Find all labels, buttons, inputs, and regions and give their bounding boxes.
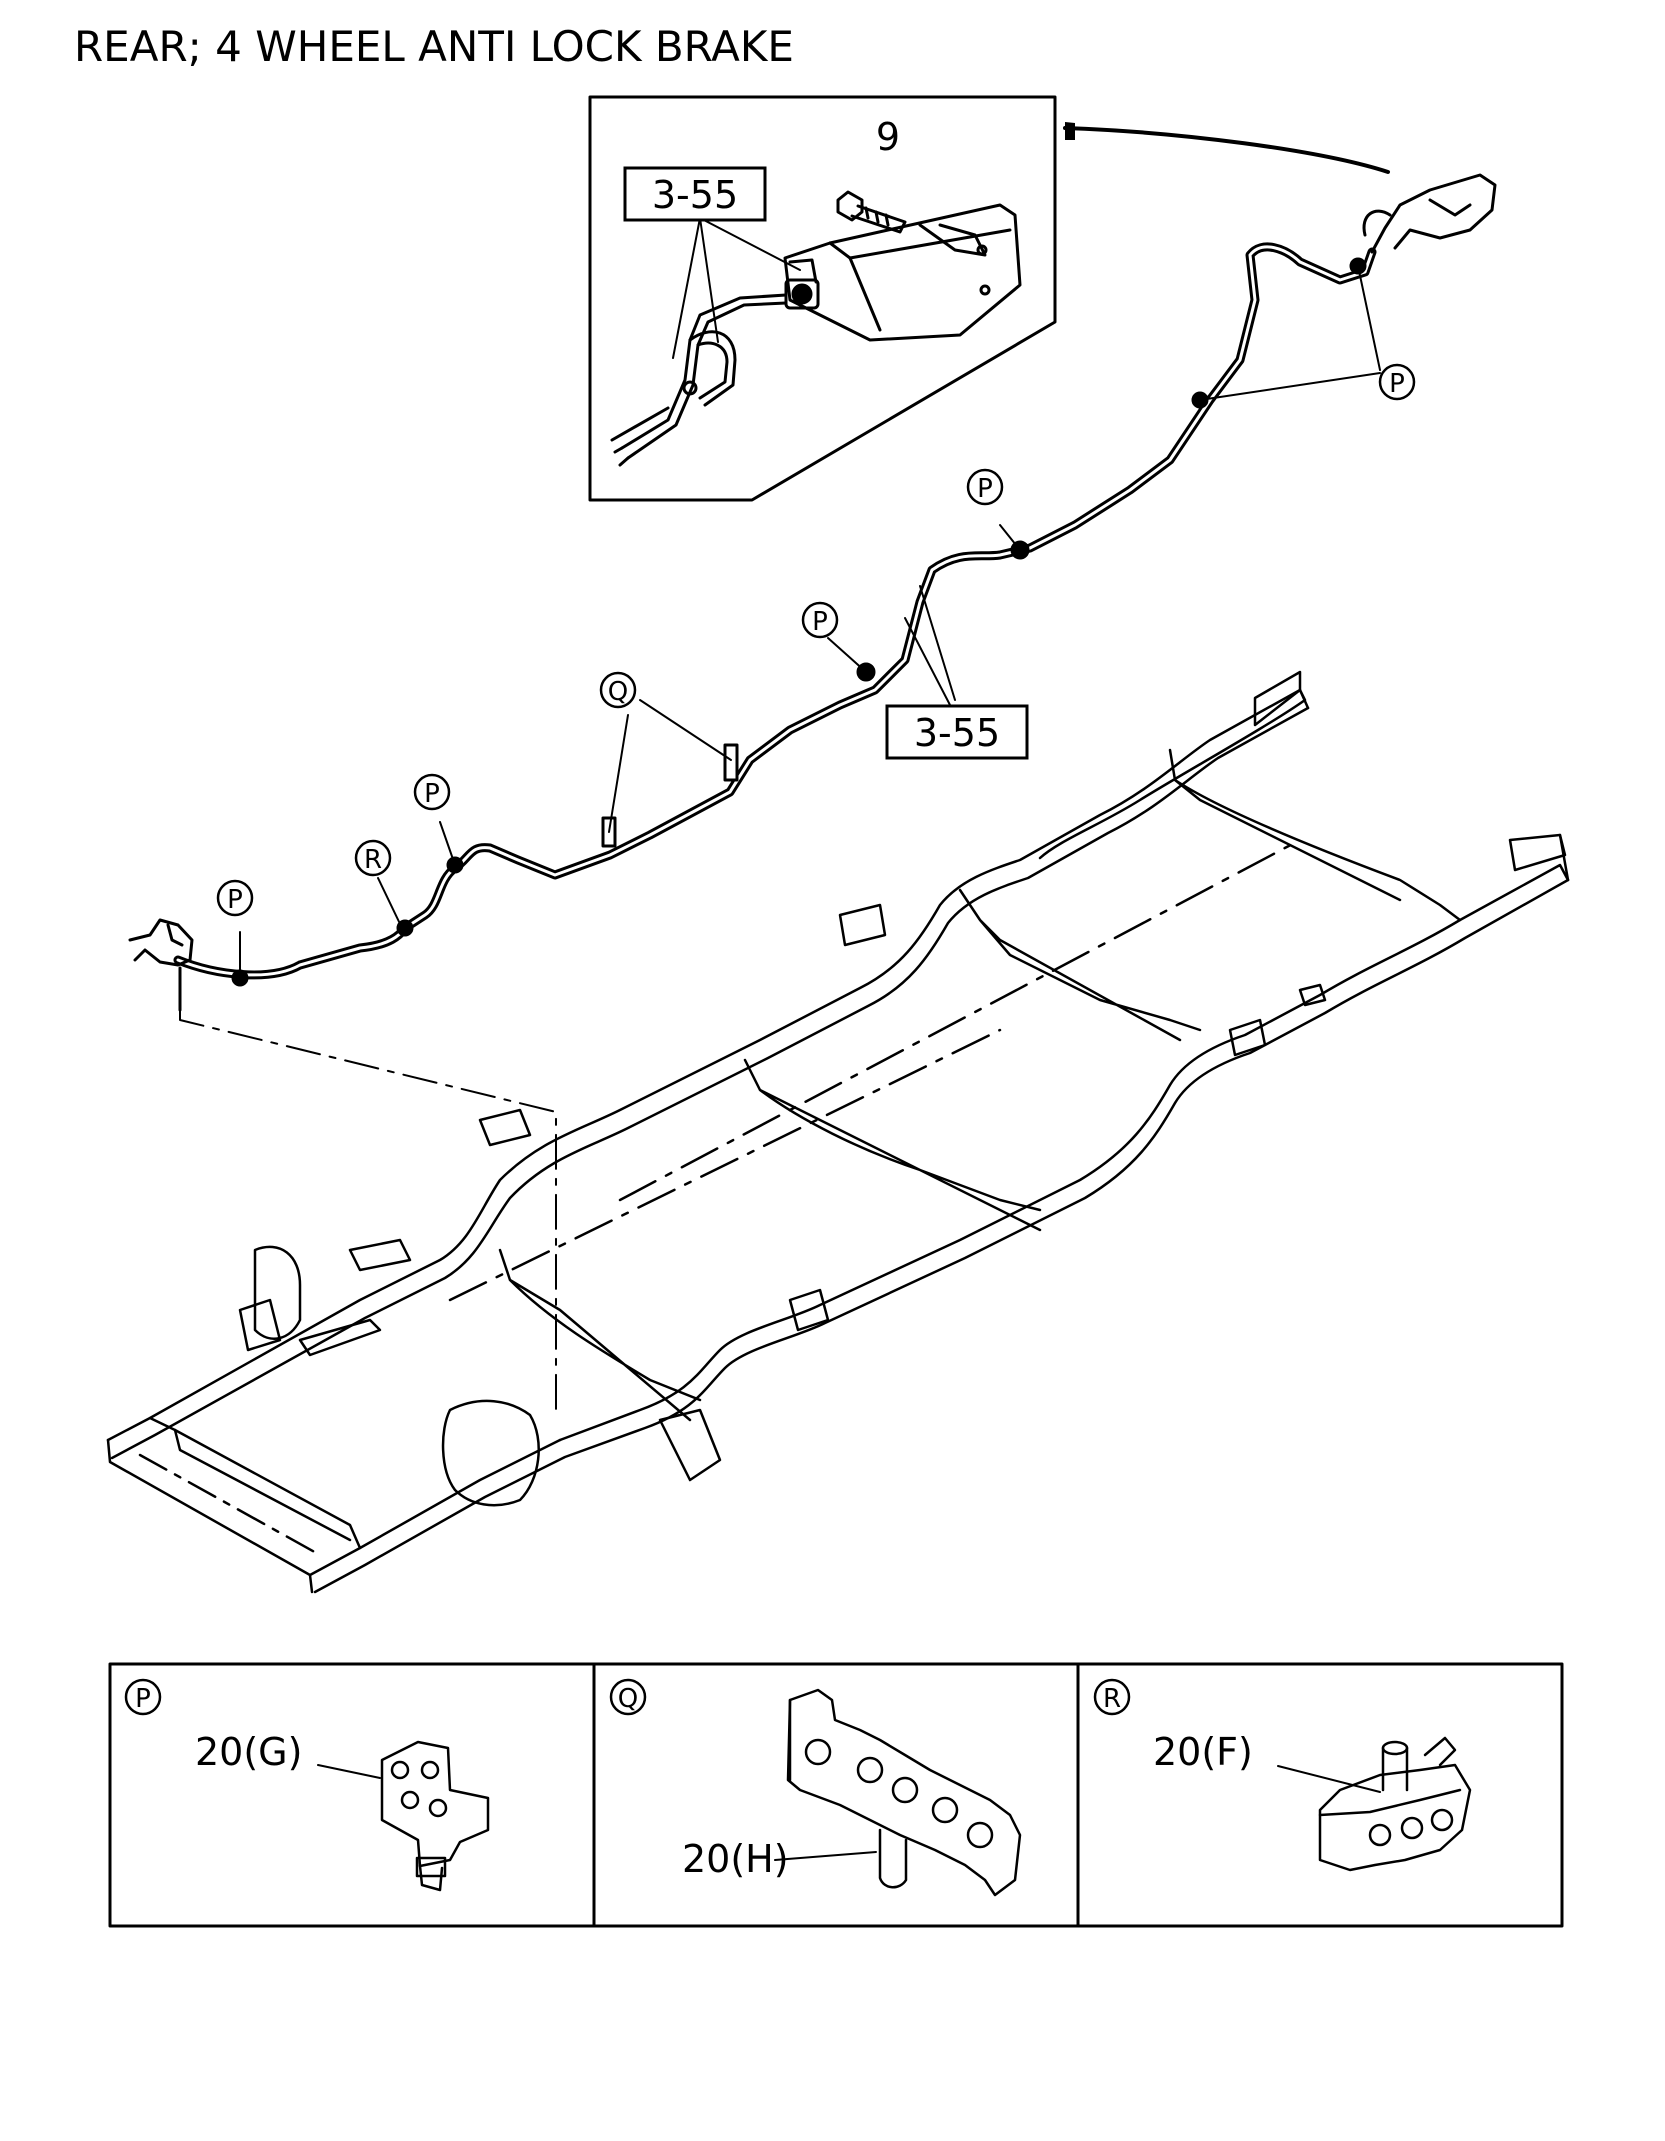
clip-g-drawing — [380, 1740, 490, 1892]
clip-marker: P — [413, 773, 451, 811]
svg-text:P: P — [1389, 369, 1405, 399]
svg-text:Q: Q — [618, 1684, 638, 1714]
svg-text:P: P — [227, 885, 243, 915]
inset-bracket — [783, 203, 1022, 342]
bolt-part — [836, 190, 907, 234]
legend-marker-p: P — [124, 1678, 162, 1716]
frame-rail-left — [106, 688, 1307, 1442]
crossmember-3 — [743, 1058, 1042, 1232]
main-ref-box — [885, 704, 1029, 760]
inset-frame — [588, 95, 1057, 502]
legend-label-p: 20(G) — [195, 1730, 302, 1774]
svg-text:R: R — [364, 845, 382, 875]
crossmember-1 — [1168, 748, 1462, 922]
svg-text:P: P — [424, 779, 440, 809]
svg-text:P: P — [135, 1684, 151, 1714]
svg-text:R: R — [1103, 1684, 1121, 1714]
svg-text:Q: Q — [608, 677, 628, 707]
inset-ref-box — [623, 166, 767, 222]
clip-h-drawing — [786, 1688, 1022, 1897]
brake-pipe-assembly — [128, 173, 1497, 1012]
inset-ref-leader — [672, 217, 801, 359]
legend-label-q: 20(H) — [682, 1837, 789, 1881]
inset-detail — [588, 95, 1390, 502]
frame-rail-right — [308, 863, 1570, 1577]
legend-marker-r: R — [1093, 1678, 1131, 1716]
part-number-9: 9 — [876, 115, 900, 159]
svg-text:P: P — [812, 607, 828, 637]
main-ref-label: 3-55 — [914, 711, 1000, 755]
clip-marker: P — [1378, 363, 1416, 401]
pipe-to-frame-leader — [179, 1009, 557, 1419]
inset-ref-label: 3-55 — [652, 173, 738, 217]
clip-marker: R — [354, 839, 392, 877]
clip-marker: P — [966, 468, 1004, 506]
crossmember-2 — [958, 888, 1202, 1042]
clip-marker: P — [216, 879, 254, 917]
page-title: REAR; 4 WHEEL ANTI LOCK BRAKE — [74, 22, 794, 71]
clip-marker: P — [801, 601, 839, 639]
inset-leader-line — [1063, 126, 1390, 174]
legend-table — [108, 1662, 1564, 1928]
front-crossmember — [106, 1438, 314, 1594]
rear-differential — [441, 1399, 540, 1507]
vehicle-frame — [106, 670, 1570, 1594]
rear-bracket — [1370, 173, 1497, 254]
clip-f-drawing — [1318, 1736, 1472, 1872]
legend-marker-q: Q — [609, 1678, 647, 1716]
crossmember-4 — [498, 1248, 702, 1422]
clip-marker: Q — [599, 671, 637, 709]
legend-label-r: 20(F) — [1153, 1730, 1253, 1774]
svg-text:P: P — [977, 474, 993, 504]
